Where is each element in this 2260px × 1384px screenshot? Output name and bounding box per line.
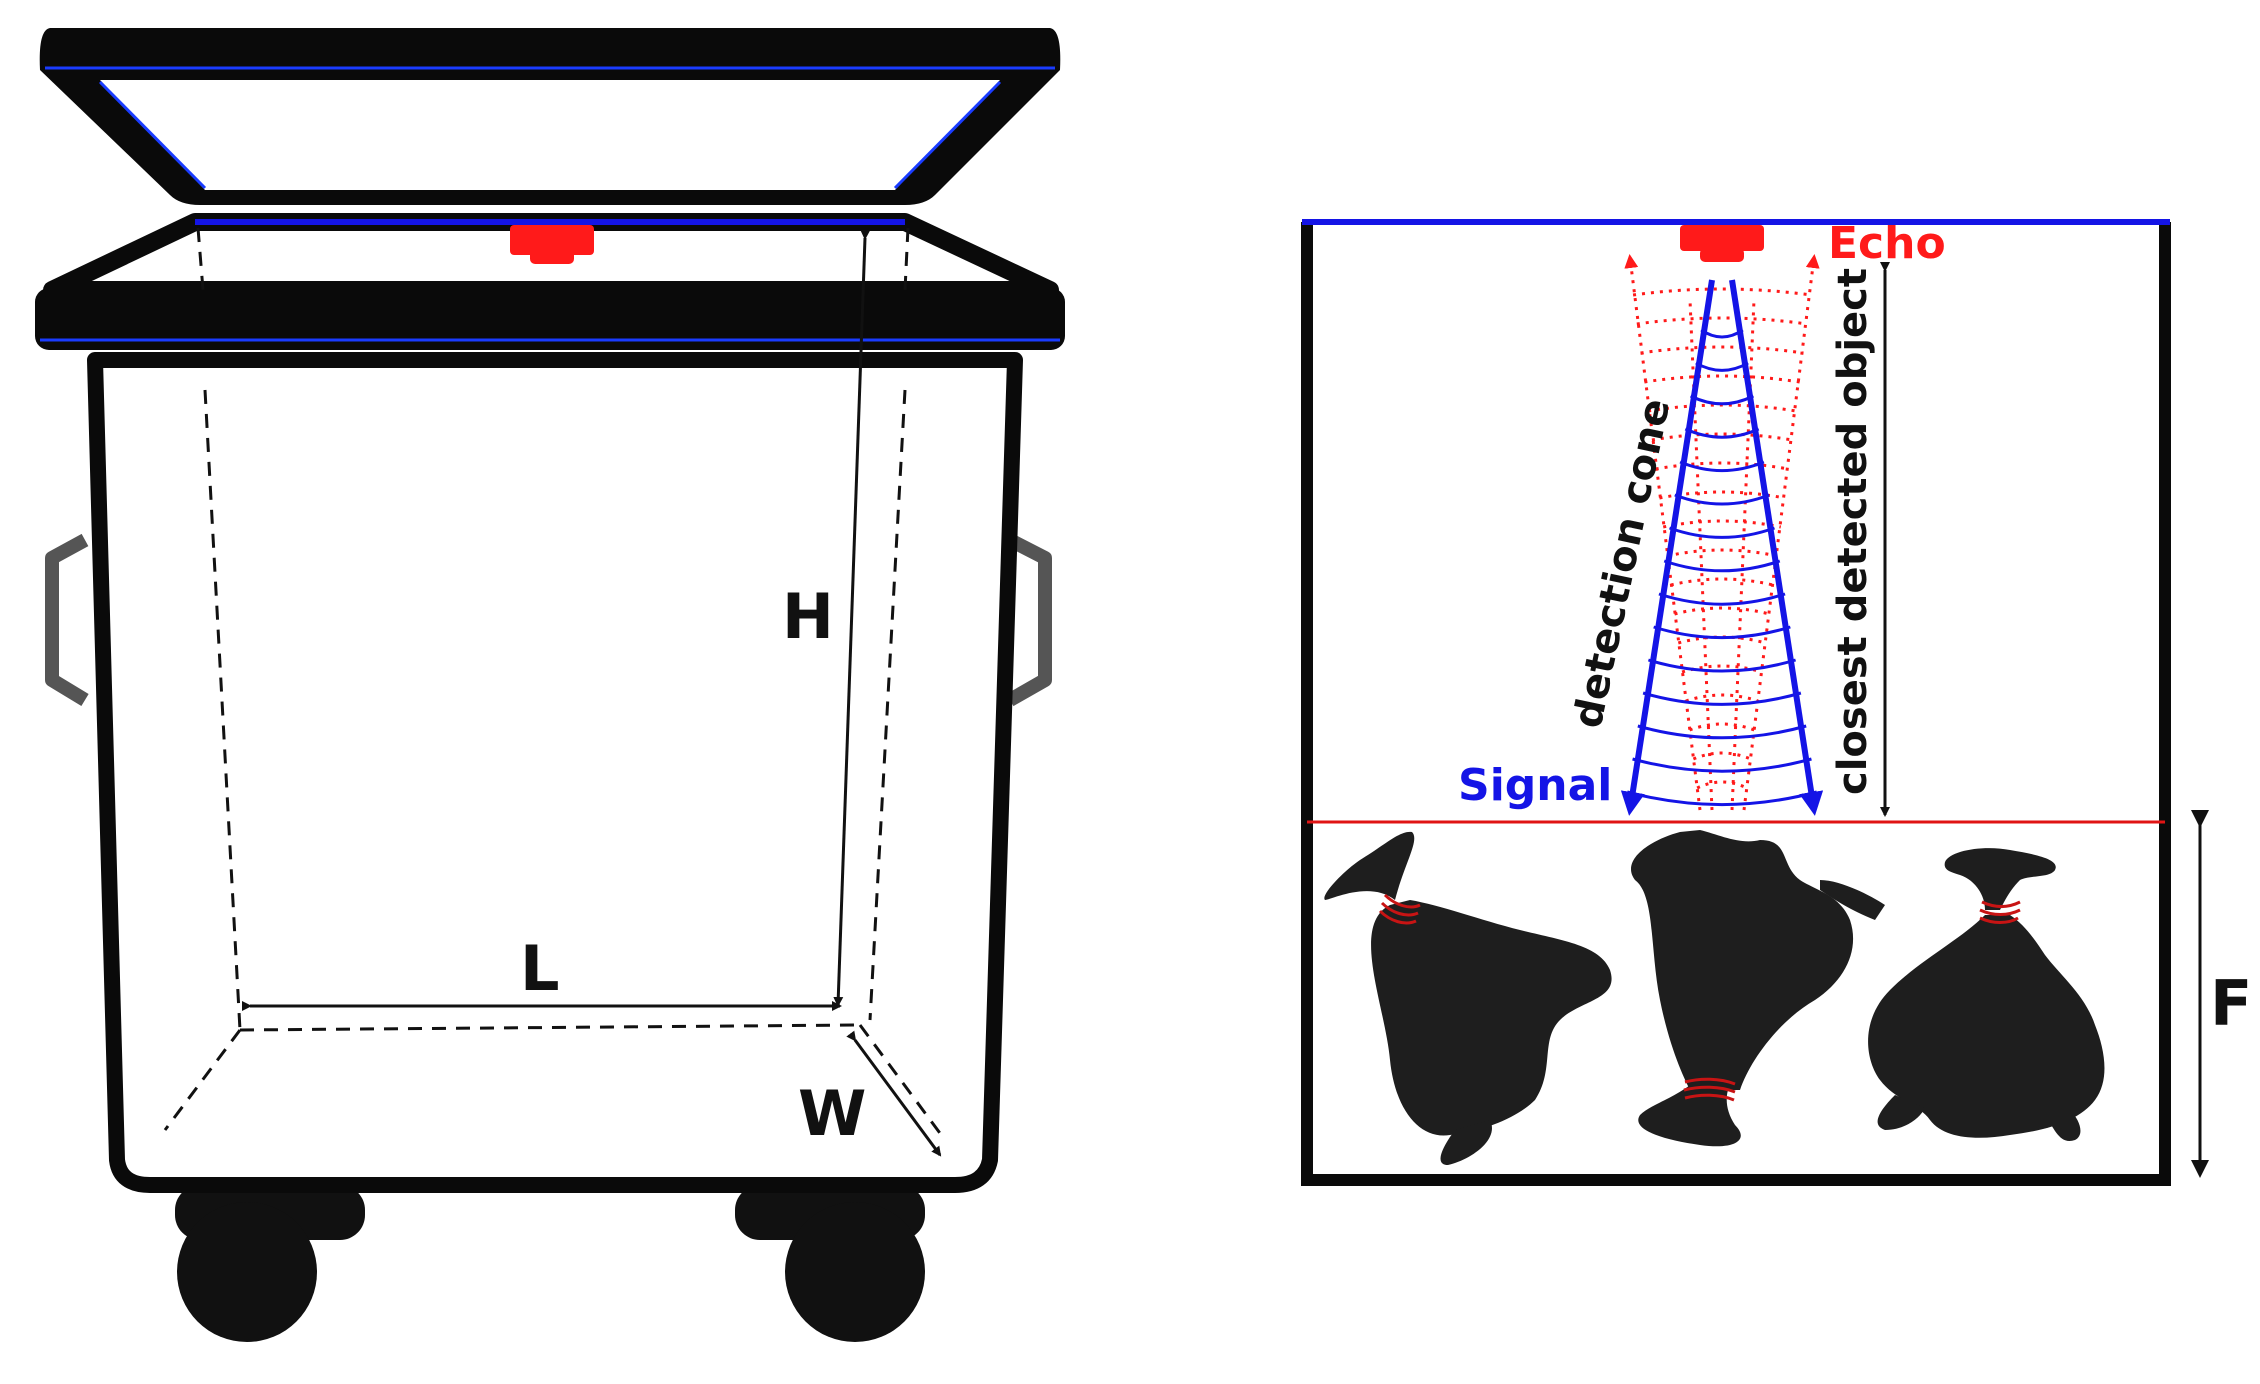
fill-level-label: F xyxy=(2210,967,2252,1040)
sensor-icon xyxy=(1680,225,1764,262)
closest-object-label: closest detected object xyxy=(1830,268,1876,795)
width-arrow xyxy=(846,1030,942,1157)
signal-wave xyxy=(1700,328,1744,339)
signal-wave xyxy=(1658,592,1786,606)
signal-wave xyxy=(1689,394,1755,406)
signal-wave xyxy=(1637,724,1807,740)
garbage-bag-1 xyxy=(1324,831,1612,1165)
bin-body xyxy=(87,352,1023,1193)
bin-section-outline xyxy=(1301,222,2171,1186)
signal-label: Signal xyxy=(1458,760,1612,811)
echo-wave xyxy=(1674,606,1770,616)
echo-wave xyxy=(1662,519,1782,529)
ultrasonic-sensor-icon xyxy=(510,225,594,264)
width-label: W xyxy=(798,1077,866,1150)
echo-wave xyxy=(1636,316,1808,326)
signal-wave xyxy=(1632,757,1812,773)
bin-lid xyxy=(39,28,1061,205)
signal-wave xyxy=(1674,493,1770,506)
detection-cone-label: detection cone xyxy=(1565,395,1680,732)
signal-wave xyxy=(1647,658,1797,673)
echo-wave xyxy=(1692,751,1752,761)
signal-wave xyxy=(1642,691,1802,706)
signal-wave xyxy=(1626,790,1818,807)
garbage-bag-2 xyxy=(1631,830,1885,1147)
signal-wave xyxy=(1684,427,1760,439)
length-label: L xyxy=(520,932,560,1005)
signal-wave xyxy=(1669,526,1775,539)
echo-wave xyxy=(1666,548,1778,558)
bin-rim xyxy=(35,288,1065,350)
signal-wave xyxy=(1679,460,1765,473)
echo-wave xyxy=(1655,461,1789,471)
echo-wave xyxy=(1644,374,1800,384)
echo-cone xyxy=(1624,254,1820,811)
wheel-left xyxy=(175,1185,365,1342)
signal-wavefronts xyxy=(1626,328,1818,807)
signal-wave xyxy=(1663,559,1781,573)
signal-cone xyxy=(1620,279,1824,816)
garbage-bag-3 xyxy=(1868,848,2105,1141)
wheel-right xyxy=(735,1185,925,1342)
echo-wave xyxy=(1640,345,1804,355)
bin-illustration: H L W xyxy=(35,28,1065,1342)
echo-wave xyxy=(1685,693,1759,703)
echo-wave xyxy=(1689,722,1755,732)
signal-wave xyxy=(1695,361,1749,372)
signal-wave xyxy=(1653,625,1791,640)
inner-box-dashes xyxy=(163,227,947,1141)
height-label: H xyxy=(782,580,834,653)
echo-wave xyxy=(1696,780,1748,790)
left-handle xyxy=(45,533,89,706)
echo-label: Echo xyxy=(1828,218,1946,269)
sensor-cross-section: Echo Signal detection cone closest detec… xyxy=(1301,218,2252,1186)
right-handle xyxy=(1006,533,1052,707)
height-arrow xyxy=(833,229,871,1007)
echo-wave xyxy=(1632,287,1812,297)
echo-wave xyxy=(1670,577,1774,587)
